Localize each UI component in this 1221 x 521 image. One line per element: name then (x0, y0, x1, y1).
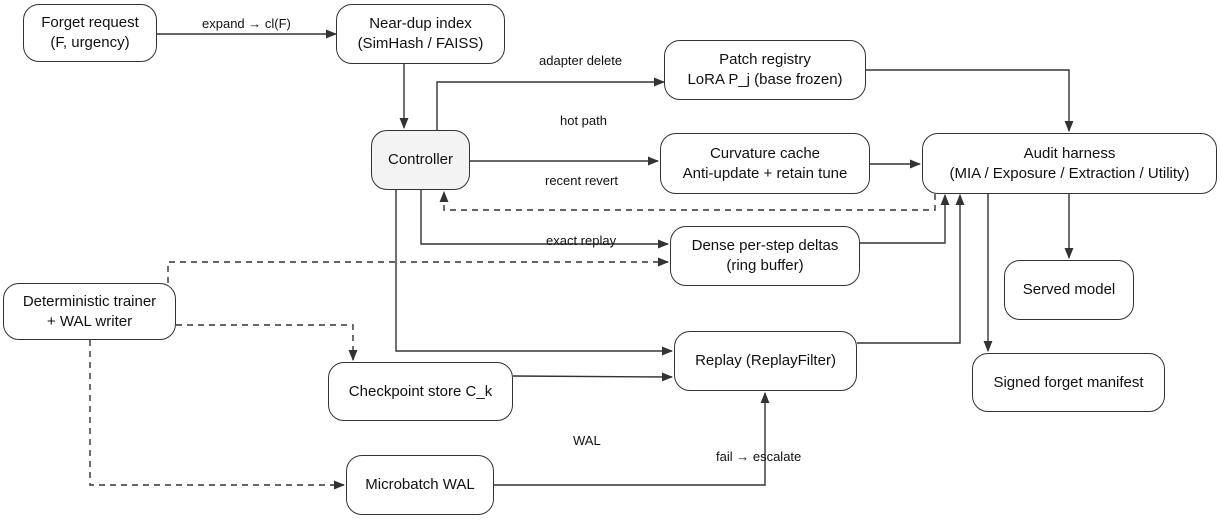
controller-title: Controller (387, 151, 454, 168)
edge-trainer-to-wal-dashed (89, 340, 346, 490)
forget-request-subtitle: (F, urgency) (50, 34, 130, 51)
patch-registry-title: Patch registry (719, 51, 811, 68)
dense-deltas-subtitle: (ring buffer) (726, 257, 804, 274)
dense-deltas-title: Dense per-step deltas (691, 237, 839, 254)
patch-registry-subtitle: LoRA P_j (base frozen) (687, 71, 843, 88)
patch-registry-node[interactable]: Patch registry LoRA P_j (base frozen) (664, 40, 866, 100)
deterministic-trainer-title: Deterministic trainer (22, 292, 157, 310)
edge-dense-to-audit (860, 193, 950, 244)
curvature-cache-node[interactable]: Curvature cache Anti-update + retain tun… (660, 133, 870, 194)
forget-request-title: Forget request (41, 14, 139, 31)
audit-harness-node[interactable]: Audit harness (MIA / Exposure / Extracti… (922, 133, 1217, 194)
edge-trainer-to-dense-dashed (167, 257, 670, 283)
edge-audit-to-controller-dashed (439, 190, 936, 211)
edge-checkpoint-to-replay (512, 372, 674, 382)
edge-controller-to-dense (420, 190, 670, 249)
checkpoint-store-node[interactable]: Checkpoint store C_k (328, 362, 513, 421)
audit-harness-subtitle: (MIA / Exposure / Extraction / Utility) (949, 164, 1190, 182)
near-dup-index-title: Near-dup index (369, 15, 472, 32)
edge-label-wal: WAL (573, 433, 601, 448)
edge-label-recent-revert: recent revert (545, 173, 618, 188)
signed-manifest-node[interactable]: Signed forget manifest (972, 353, 1165, 412)
edge-wal-to-replay (494, 391, 770, 486)
dense-deltas-node[interactable]: Dense per-step deltas (ring buffer) (670, 226, 860, 286)
controller-node[interactable]: Controller (371, 130, 470, 190)
microbatch-wal-node[interactable]: Microbatch WAL (346, 455, 494, 515)
edge-controller-to-patch (436, 77, 666, 130)
forget-request-node[interactable]: Forget request (F, urgency) (23, 4, 157, 62)
edge-trainer-to-checkpoint-dashed (176, 324, 358, 362)
signed-manifest-title: Signed forget manifest (993, 373, 1144, 391)
curvature-cache-subtitle: Anti-update + retain tune (682, 164, 848, 182)
audit-harness-title: Audit harness (1023, 144, 1116, 162)
near-dup-index-subtitle: (SimHash / FAISS) (357, 35, 484, 52)
edge-patch-to-audit (866, 69, 1074, 133)
deterministic-trainer-subtitle: + WAL writer (46, 312, 133, 330)
edge-label-exact-replay: exact replay (546, 233, 617, 248)
edge-label-hot-path: hot path (560, 113, 607, 128)
served-model-node[interactable]: Served model (1004, 260, 1134, 320)
curvature-cache-title: Curvature cache (709, 144, 821, 162)
deterministic-trainer-node[interactable]: Deterministic trainer + WAL writer (3, 283, 176, 340)
near-dup-index-node[interactable]: Near-dup index (SimHash / FAISS) (336, 4, 505, 64)
served-model-title: Served model (1022, 281, 1116, 298)
edge-label-fail-escalate: fail → escalate (716, 449, 802, 464)
replay-node[interactable]: Replay (ReplayFilter) (674, 331, 857, 391)
replay-title: Replay (ReplayFilter) (695, 352, 836, 369)
checkpoint-store-title: Checkpoint store C_k (348, 382, 493, 400)
edge-label-adapter-delete: adapter delete (539, 53, 623, 68)
edge-controller-to-replay (395, 190, 674, 356)
microbatch-wal-title: Microbatch WAL (365, 476, 475, 493)
edge-label-expand: expand → cl(F) (202, 16, 291, 31)
edge-replay-to-audit (857, 193, 965, 344)
